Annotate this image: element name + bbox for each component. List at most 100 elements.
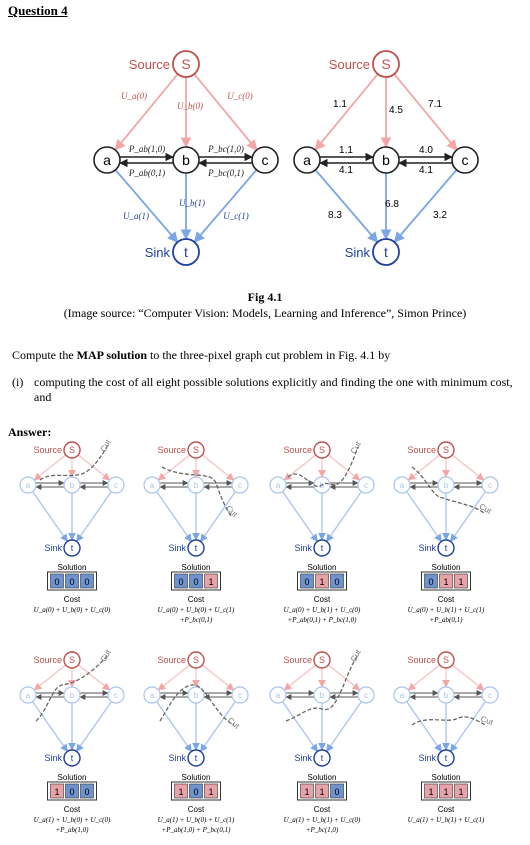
- s-edge-s-c: [77, 454, 111, 481]
- s-sink-node-circle: [313, 749, 331, 767]
- s-sink-node-circle: [187, 539, 205, 557]
- label-ua1: U_a(1): [123, 211, 149, 221]
- s-cut-line: [39, 444, 109, 481]
- s-sink-word: Sink: [294, 753, 312, 763]
- s-node-a-label: a: [150, 481, 155, 490]
- s-bit-value: 0: [84, 577, 89, 587]
- s-bit-value: 0: [428, 577, 433, 587]
- label-sa: 1.1: [333, 99, 347, 110]
- s-cost-line1: U_a(0) + U_b(1) + U_c(1): [408, 606, 485, 614]
- s-cut-line: [35, 654, 109, 722]
- s-cost-line2: +P_ab(1,0) + P_bc(0,1): [162, 826, 232, 834]
- label-pbc10: P_bc(1,0): [207, 144, 244, 154]
- s-solution-word: Solution: [308, 773, 337, 782]
- s-sink-node: t: [63, 539, 81, 557]
- s-node-c: c: [357, 686, 375, 704]
- node-c-circle: [251, 146, 279, 174]
- s-sink-node-circle: [187, 749, 205, 767]
- s-edge-s-a: [33, 664, 67, 691]
- s-bit-cell: [330, 573, 344, 589]
- s-source-node-label: S: [193, 655, 199, 665]
- s-sink-node-label: t: [71, 543, 74, 553]
- label-ab-top: 1.1: [339, 145, 353, 156]
- edge-a-t: [114, 169, 179, 243]
- s-bit-cell: [189, 783, 203, 799]
- s-node-a-circle: [393, 476, 411, 494]
- label-pab10: P_ab(1,0): [128, 144, 165, 154]
- s-edge-s-c: [77, 664, 111, 691]
- s-edge-a-t: [32, 491, 68, 543]
- s-cost-line1: U_a(1) + U_b(0) + U_c(1): [158, 816, 235, 824]
- s-node-b-label: b: [444, 691, 449, 700]
- s-bit-cell: [424, 783, 438, 799]
- s-source-node-circle: [63, 651, 81, 669]
- s-node-c-label: c: [488, 481, 492, 490]
- s-bit-cell: [65, 573, 79, 589]
- s-sink-node: t: [437, 749, 455, 767]
- node-a-circle: [93, 146, 121, 174]
- s-source-node-label: S: [319, 445, 325, 455]
- s-node-c: c: [231, 686, 249, 704]
- s-source-node-circle: [187, 441, 205, 459]
- s-edge-c-t: [76, 701, 112, 753]
- s-sink-word: Sink: [418, 753, 436, 763]
- s-bit-value: 1: [319, 577, 324, 587]
- s-node-c-label: c: [364, 691, 368, 700]
- s-edge-a-t: [156, 701, 192, 753]
- s-bit-cell: [300, 783, 314, 799]
- s-node-a-label: a: [276, 691, 281, 700]
- source-node-label: S: [381, 56, 390, 72]
- s-node-c: c: [481, 476, 499, 494]
- s-node-a-label: a: [26, 481, 31, 490]
- s-bit-value: 1: [54, 787, 59, 797]
- s-source-node: S: [437, 441, 455, 459]
- s-node-a-circle: [269, 476, 287, 494]
- label-bc-top: 4.0: [419, 145, 433, 156]
- s-node-c-label: c: [364, 481, 368, 490]
- sink-word: Sink: [345, 245, 371, 260]
- s-sink-node-label: t: [445, 543, 448, 553]
- s-sink-node-label: t: [195, 753, 198, 763]
- node-a: a: [293, 146, 321, 174]
- s-source-node-label: S: [443, 445, 449, 455]
- s-edge-s-c: [201, 664, 235, 691]
- s-node-b: b: [437, 686, 455, 704]
- s-cost-word: Cost: [314, 595, 331, 604]
- node-c-label: c: [462, 152, 469, 168]
- s-cut-line: [411, 716, 487, 726]
- s-bit-cell: [204, 573, 218, 589]
- label-bc-bot: 4.1: [419, 165, 433, 176]
- s-edge-c-t: [450, 491, 486, 543]
- source-word: Source: [329, 57, 370, 72]
- s-cost-line2: +P_ab(0,1): [430, 616, 464, 624]
- source-node-circle: [372, 50, 400, 78]
- s-bit-value: 1: [443, 577, 448, 587]
- s-bit-cell: [300, 573, 314, 589]
- s-node-b-circle: [187, 476, 205, 494]
- s-node-a-circle: [19, 476, 37, 494]
- s-node-a-label: a: [150, 691, 155, 700]
- s-solution-word: Solution: [432, 563, 461, 572]
- s-edge-s-a: [157, 454, 191, 481]
- s-node-c-circle: [481, 476, 499, 494]
- sink-word: Sink: [145, 245, 171, 260]
- s-sink-word: Sink: [418, 543, 436, 553]
- s-cost-line2: +P_bc(0,1): [180, 616, 213, 624]
- s-node-a: a: [143, 686, 161, 704]
- s-edge-a-t: [156, 491, 192, 543]
- s-node-c: c: [357, 476, 375, 494]
- sink-node-label: t: [384, 244, 388, 260]
- s-node-a-label: a: [26, 691, 31, 700]
- node-b: b: [172, 146, 200, 174]
- s-sink-node-circle: [437, 539, 455, 557]
- s-solution-word: Solution: [182, 563, 211, 572]
- s-node-b-label: b: [70, 481, 75, 490]
- s-sink-word: Sink: [168, 753, 186, 763]
- question-prompt: Compute the MAP solution to the three-pi…: [12, 348, 390, 363]
- s-node-c-circle: [107, 686, 125, 704]
- s-bit-value: 1: [443, 787, 448, 797]
- s-source-word: Source: [407, 445, 436, 455]
- s-cost-line1: U_a(0) + U_b(1) + U_c(0): [284, 606, 361, 614]
